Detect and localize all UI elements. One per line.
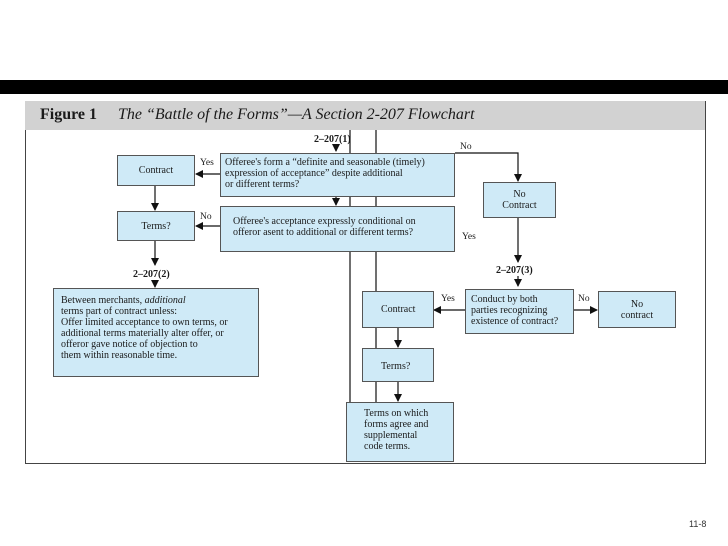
merchants-line-4: additional terms materially alter offer,… xyxy=(61,328,224,339)
terms-box-mid: Terms? xyxy=(362,348,434,382)
contract-box-top: Contract xyxy=(117,155,195,186)
no-contract-top-line-1: No xyxy=(513,189,526,200)
merchants-line-6: them within reasonable time. xyxy=(61,350,178,361)
merchants-prefix: Between merchants, xyxy=(61,295,145,306)
contract-mid-label: Contract xyxy=(381,304,416,315)
acceptance-line-1: Offeree's acceptance expressly condition… xyxy=(233,216,416,227)
terms-box-top: Terms? xyxy=(117,211,195,241)
label-yes-contract: Yes xyxy=(200,158,214,168)
terms-agree-line-1: Terms on which xyxy=(364,408,429,419)
merchants-italic: additional xyxy=(144,295,186,306)
top-black-bar xyxy=(0,80,728,94)
offeree-form-line-3: or different terms? xyxy=(225,179,300,190)
no-contract-top-line-2: Contract xyxy=(502,200,537,211)
terms-agree-line-4: code terms. xyxy=(364,441,411,452)
no-contract-box-right: No contract xyxy=(598,291,676,328)
offeree-acceptance-box: Offeree's acceptance expressly condition… xyxy=(220,206,455,252)
terms-agree-line-2: forms agree and xyxy=(364,419,429,430)
section-2-207-1: 2–207(1) xyxy=(314,134,351,145)
terms-agree-box: Terms on which forms agree and supplemen… xyxy=(346,402,454,462)
label-yes-conduct: Yes xyxy=(441,294,455,304)
arrow-no-nocontract xyxy=(455,152,522,182)
no-contract-right-line-2: contract xyxy=(620,309,654,321)
figure-title-bar xyxy=(25,101,705,130)
offeree-form-line-1: Offeree's form a “definite and seasonabl… xyxy=(225,157,425,168)
conduct-line-2: parties recognizing xyxy=(471,305,548,316)
conduct-box: Conduct by both parties recognizing exis… xyxy=(465,289,574,334)
terms-top-label: Terms? xyxy=(141,220,171,232)
figure-title: The “Battle of the Forms”—A Section 2-20… xyxy=(118,106,475,123)
contract-top-label: Contract xyxy=(138,165,174,176)
terms-agree-line-3: supplemental xyxy=(364,430,418,441)
merchants-line-2: terms part of contract unless: xyxy=(61,306,178,317)
conduct-line-1: Conduct by both xyxy=(471,294,538,305)
figure-number: Figure 1 xyxy=(40,106,98,123)
between-merchants-box: Between merchants, additional terms part… xyxy=(53,288,259,377)
terms-mid-label: Terms? xyxy=(381,361,411,372)
label-yes-acceptance: Yes xyxy=(462,232,476,242)
label-no-conduct: No xyxy=(578,294,590,304)
section-2-207-2: 2–207(2) xyxy=(133,269,170,280)
no-contract-right-line-1: No xyxy=(630,298,644,310)
merchants-line-3: Offer limited acceptance to own terms, o… xyxy=(61,317,228,328)
acceptance-line-2: offeror asent to additional or different… xyxy=(233,227,414,238)
page-number: 11-8 xyxy=(689,519,707,529)
merchants-line-1: Between merchants, additional xyxy=(61,295,258,306)
conduct-line-3: existence of contract? xyxy=(471,316,559,327)
contract-box-mid: Contract xyxy=(362,291,434,328)
label-no-terms: No xyxy=(200,212,212,222)
offeree-form-box: Offeree's form a “definite and seasonabl… xyxy=(220,153,455,197)
label-no-top: No xyxy=(460,142,472,152)
section-2-207-3: 2–207(3) xyxy=(496,265,533,276)
no-contract-box-top: No Contract xyxy=(483,182,556,218)
offeree-form-line-2: expression of acceptance” despite additi… xyxy=(225,168,403,179)
merchants-line-5: offeror gave notice of objection to xyxy=(61,339,198,350)
